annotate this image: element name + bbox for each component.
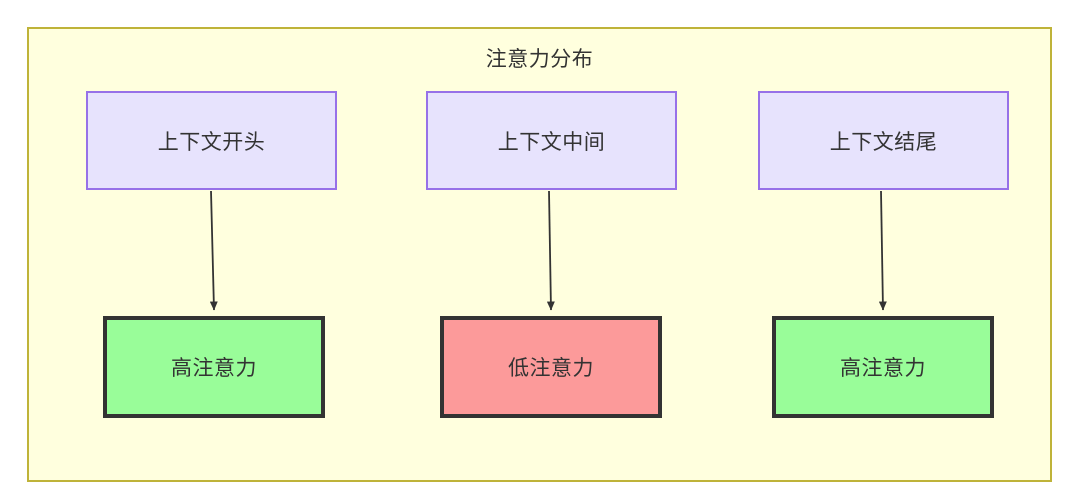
node-label: 上下文开头 xyxy=(157,130,266,154)
node-ctx-middle[interactable]: 上下文中间 xyxy=(426,91,677,190)
node-ctx-end[interactable]: 上下文结尾 xyxy=(758,91,1009,190)
node-attn-high-start[interactable]: 高注意力 xyxy=(103,316,325,418)
subgraph-title: 注意力分布 xyxy=(485,48,594,71)
node-ctx-start[interactable]: 上下文开头 xyxy=(86,91,337,190)
node-label: 上下文中间 xyxy=(497,130,606,154)
node-label: 低注意力 xyxy=(508,357,594,380)
node-attn-low-middle[interactable]: 低注意力 xyxy=(440,316,662,418)
node-attn-high-end[interactable]: 高注意力 xyxy=(772,316,994,418)
node-label: 高注意力 xyxy=(171,357,257,380)
node-label: 上下文结尾 xyxy=(829,130,938,154)
node-label: 高注意力 xyxy=(840,357,926,380)
